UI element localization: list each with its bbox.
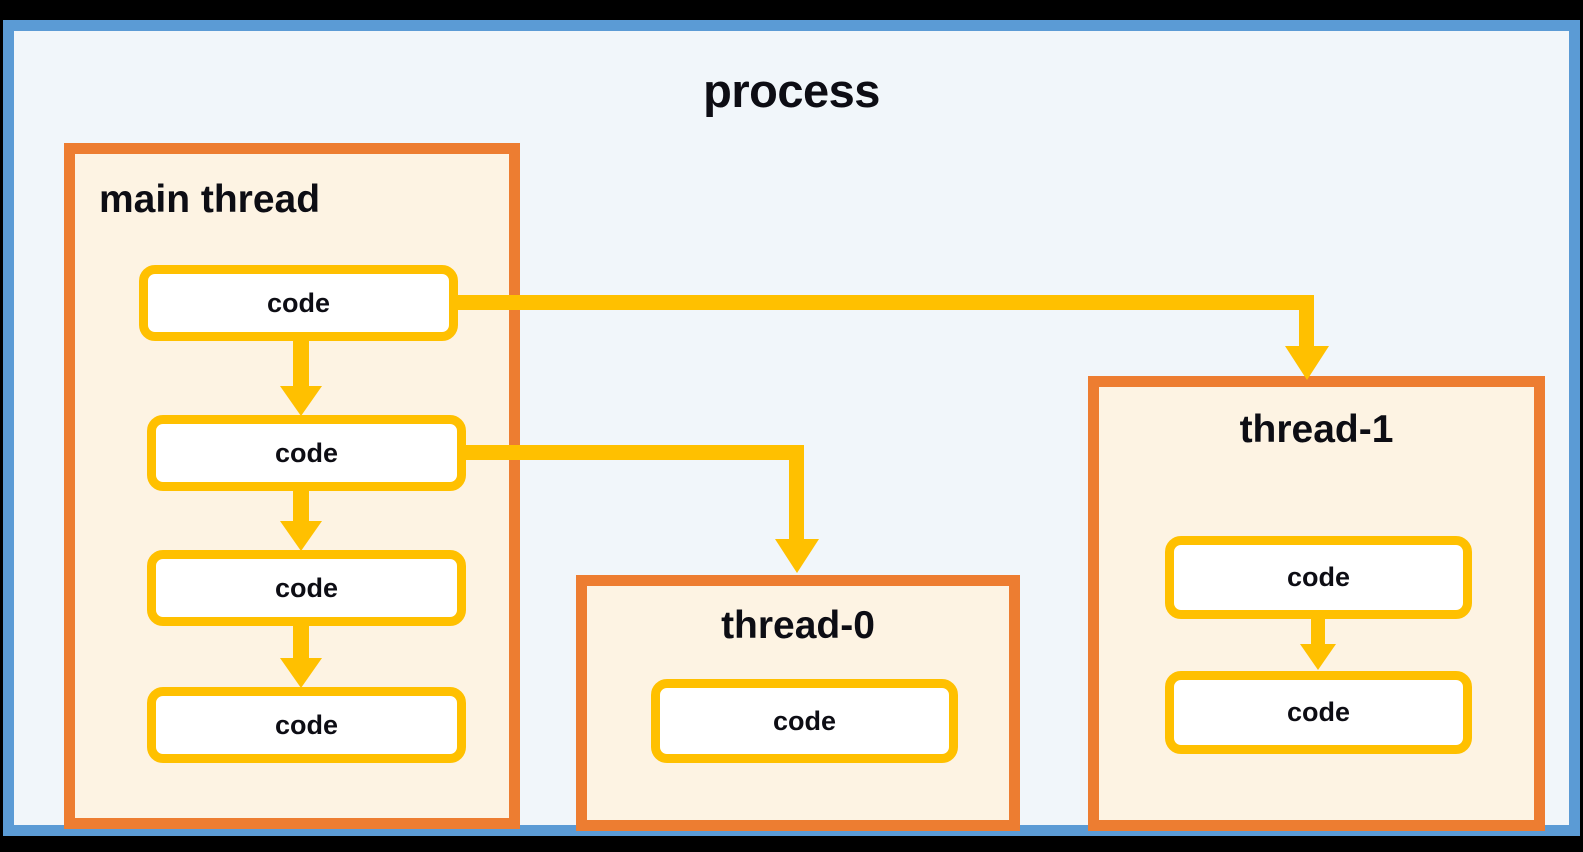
arrow-main-1-to-2-stem: [293, 491, 309, 529]
arrow-main-1-to-thread-0-vertical: [789, 445, 804, 551]
arrow-main-0-to-1-stem: [293, 341, 309, 393]
arrow-main-0-to-thread-1-head-icon: [1285, 346, 1329, 380]
code-block-thread-1-1[interactable]: code: [1165, 671, 1472, 754]
code-block-main-1[interactable]: code: [147, 415, 466, 491]
process-container: process main thread code code code code …: [3, 20, 1580, 836]
arrow-main-2-to-3-head-icon: [280, 658, 322, 688]
code-block-main-2[interactable]: code: [147, 550, 466, 626]
code-block-thread-1-0[interactable]: code: [1165, 536, 1472, 619]
arrow-main-2-to-3-stem: [293, 626, 309, 664]
arrow-main-1-to-2-head-icon: [280, 521, 322, 551]
arrow-main-1-to-thread-0-horizontal: [466, 445, 804, 460]
arrow-main-0-to-thread-1-horizontal: [458, 295, 1314, 310]
thread-label-thread-1: thread-1: [1239, 408, 1394, 451]
code-block-main-0[interactable]: code: [139, 265, 458, 341]
code-block-thread-0-0[interactable]: code: [651, 679, 958, 763]
code-block-main-3[interactable]: code: [147, 687, 466, 763]
arrow-main-1-to-thread-0-head-icon: [775, 539, 819, 573]
arrow-main-0-to-1-head-icon: [280, 386, 322, 416]
arrow-thread-1-0-to-1-head-icon: [1300, 644, 1336, 670]
thread-label-main-thread: main thread: [99, 178, 321, 221]
process-title: process: [703, 64, 880, 117]
thread-label-thread-0: thread-0: [721, 604, 875, 647]
arrow-main-0-to-thread-1-vertical: [1299, 295, 1314, 358]
